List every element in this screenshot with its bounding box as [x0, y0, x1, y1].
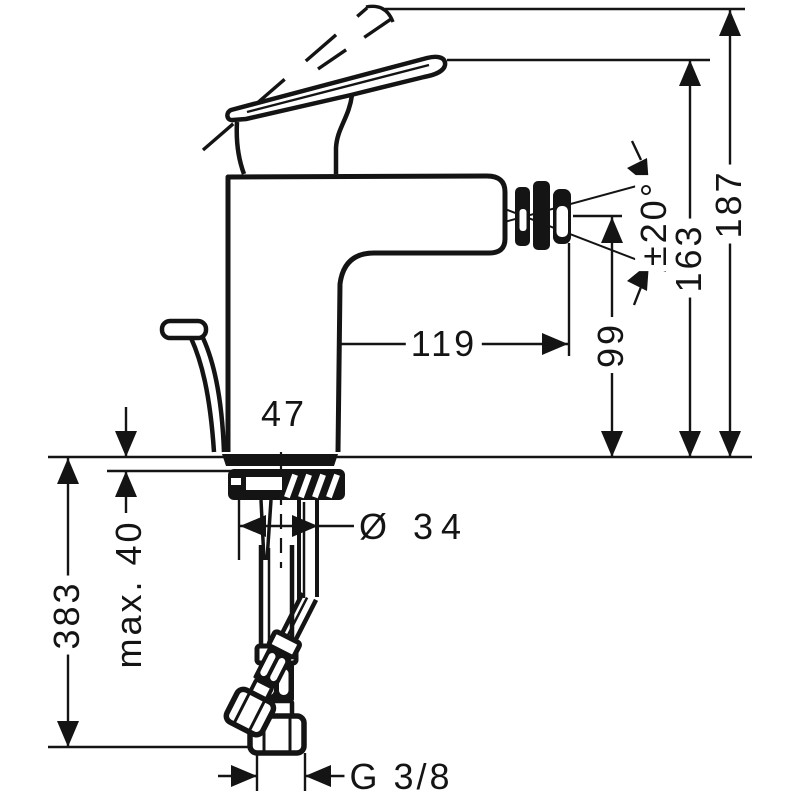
dimension-arrowheads [57, 10, 741, 787]
arrow-o34-left [240, 515, 266, 537]
faucet-figure [159, 4, 571, 756]
arrow-163-top [679, 60, 701, 86]
popup-rod-shaft [188, 337, 227, 453]
dim-label-max-mounting-thickness: max. 40 [108, 514, 149, 674]
dim-label-hose-length: 383 [46, 575, 87, 655]
dim-label-total-height: 187 [708, 164, 749, 244]
base-escutcheon [222, 454, 345, 500]
hose-nut-angled [223, 686, 277, 738]
popup-rod-knob [159, 318, 209, 341]
arrow-187-top [719, 10, 741, 36]
dim-label-spout-reach: 119 [405, 325, 483, 363]
dim-label-connection-thread: G 3/8 [344, 758, 458, 796]
arrow-g38-right [305, 765, 331, 787]
dim-label-body-width: 47 [255, 395, 313, 433]
supply-hose-angled [223, 592, 319, 738]
popup-rod [159, 318, 227, 453]
arrow-163-bottom [679, 431, 701, 457]
arrow-max40-bottom [115, 471, 137, 497]
arrow-99-top [601, 217, 623, 243]
arrow-99-bottom [601, 431, 623, 457]
arrow-g38-left [231, 765, 257, 787]
arrow-383-bottom [57, 721, 79, 747]
mounting-shank [259, 499, 319, 600]
dimension-lines [48, 7, 752, 791]
handle-raised-position-dashed [201, 4, 398, 152]
faucet-body-and-spout [225, 173, 508, 453]
handle-neck [234, 94, 355, 175]
popup-rod-lower [259, 499, 273, 561]
arrow-119-right [542, 333, 568, 355]
lever-handle-seam [246, 63, 430, 114]
dim-label-swivel-angle: ±20° [633, 174, 674, 272]
dim-label-handle-height: 163 [668, 218, 709, 298]
arrow-383-top [57, 458, 79, 484]
angle-arrow-leaders [630, 140, 643, 306]
swivel-aerator [515, 181, 571, 250]
arrow-max40-top [115, 431, 137, 457]
arrow-187-bottom [719, 431, 741, 457]
dim-label-spout-height: 99 [590, 316, 631, 374]
ext-lines-g38 [255, 753, 307, 791]
dim-label-hole-diameter: Ø 34 [353, 508, 475, 546]
